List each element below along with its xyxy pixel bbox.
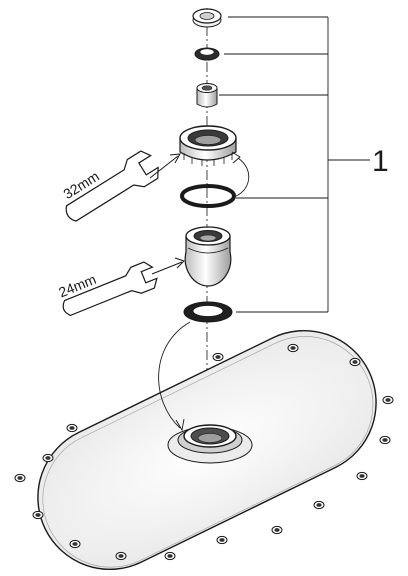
assembly-arrow-plate-head (175, 418, 185, 432)
small-o-ring (194, 47, 220, 61)
plate-screw (216, 535, 228, 545)
large-o-ring (180, 184, 236, 208)
wrench-24mm-arrow (151, 261, 183, 275)
callout-leaders (219, 16, 370, 313)
wrench-24mm: 24mm (56, 261, 158, 317)
plate-screw (66, 423, 78, 433)
plate-screw (14, 473, 26, 483)
rotation-arrow-nut-head (231, 151, 241, 164)
top-washer (192, 8, 222, 28)
large-swivel-nut (179, 125, 237, 166)
plate-screw (349, 357, 361, 367)
plate-center-connection (167, 424, 253, 464)
plate-screw (115, 551, 127, 561)
plate-screw (42, 453, 54, 463)
plate-screw (32, 510, 44, 520)
wrench-32mm-arrow-head (169, 153, 181, 164)
plate-screw (379, 435, 391, 445)
plate-screw (313, 500, 325, 510)
callout-number: 1 (372, 145, 389, 178)
plate-screws (14, 343, 394, 561)
plate-screw (212, 352, 224, 362)
plate-screw (271, 525, 283, 535)
plate-screw (69, 539, 81, 549)
ball-joint (184, 226, 232, 287)
rotation-arrow-nut (235, 157, 250, 197)
flat-gasket-ring (183, 301, 233, 323)
assembly-arrow-plate (158, 321, 191, 429)
plate-screw (356, 471, 368, 481)
wrench-32mm-arrow (149, 155, 179, 179)
plate-screw (287, 343, 299, 353)
plate-screw (164, 551, 176, 561)
plate-screw (382, 395, 394, 405)
wrench-24mm-arrow-head (174, 257, 185, 269)
wrench-32mm: 32mm (60, 150, 159, 222)
small-bush (196, 83, 218, 108)
